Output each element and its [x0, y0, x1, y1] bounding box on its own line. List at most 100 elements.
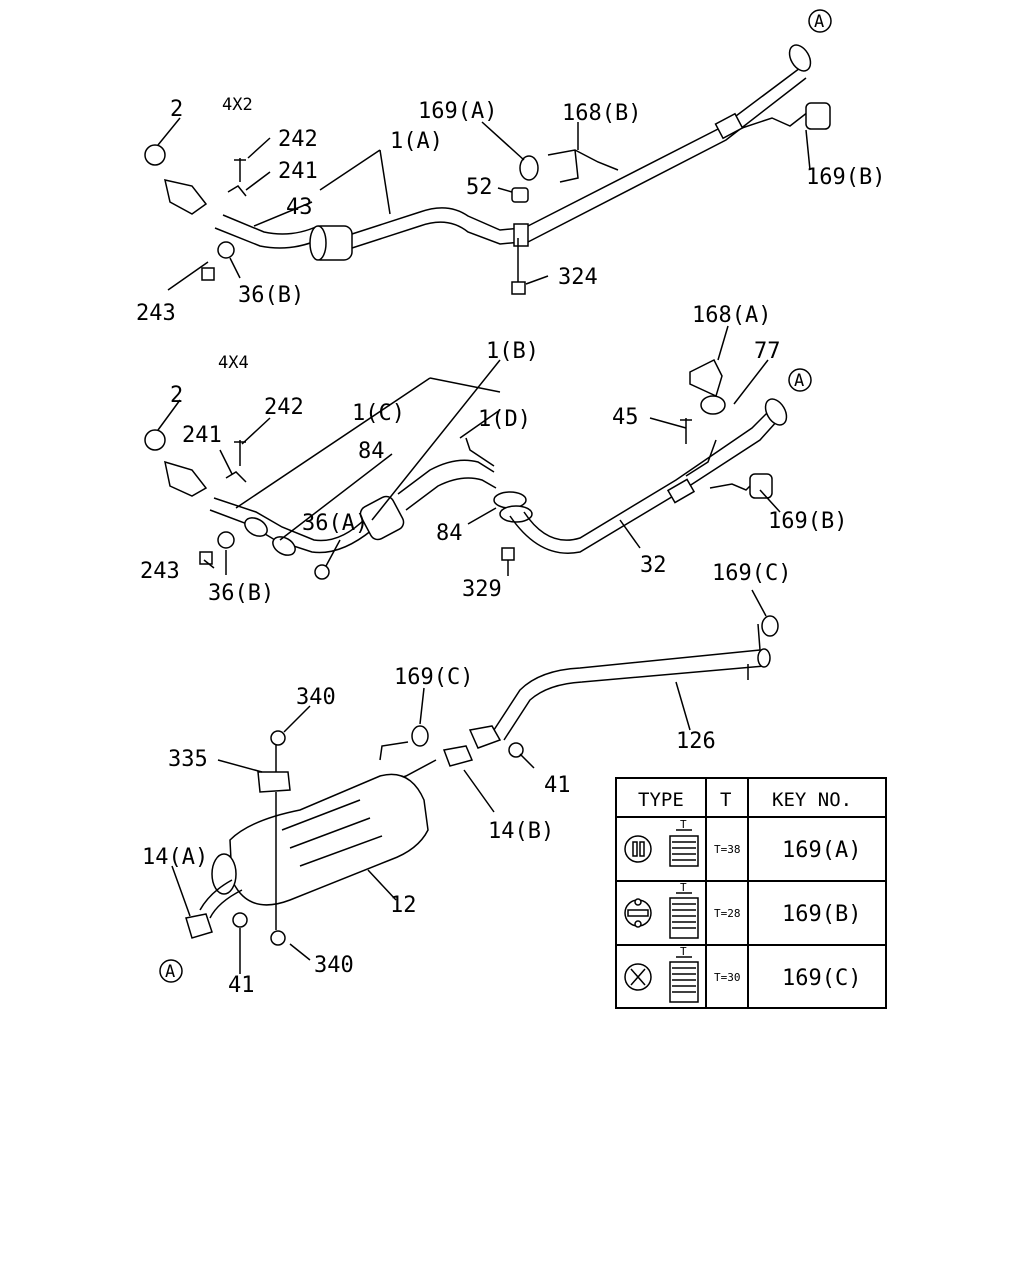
callout-169c-top: 169(C) — [712, 561, 791, 586]
callout-36b-4x4: 36(B) — [208, 581, 274, 606]
callout-340-top: 340 — [296, 685, 336, 710]
callout-243: 243 — [136, 301, 176, 326]
gasket-84-left — [244, 517, 268, 537]
callout-36b: 36(B) — [238, 283, 304, 308]
section-label-4x4: 4X4 — [218, 353, 249, 373]
assembly-4x2: 4X2 2 242 241 43 — [136, 9, 885, 326]
callout-126: 126 — [676, 729, 716, 754]
callout-241-4x4: 241 — [182, 423, 222, 448]
hanger-169c-top — [761, 615, 779, 637]
bracket-168b — [547, 149, 619, 183]
section-label-4x2: 4X2 — [222, 95, 253, 115]
washer-36b — [217, 241, 235, 259]
hanger-169a — [519, 155, 539, 181]
gasket-14b — [442, 745, 474, 767]
callout-169b-4x4: 169(B) — [768, 509, 847, 534]
callout-168b: 168(B) — [562, 101, 641, 126]
svg-text:A: A — [794, 371, 804, 391]
thickness-value: T=30 — [714, 971, 741, 984]
table-row: T T=30 169(C) — [624, 945, 861, 1003]
clip-241 — [227, 185, 247, 197]
gasket-84-right — [493, 491, 527, 509]
callout-168a: 168(A) — [692, 303, 771, 328]
nut-329 — [501, 547, 515, 561]
callout-36a: 36(A) — [302, 511, 368, 536]
gasket-2-4x4 — [144, 429, 166, 451]
key-number: 169(A) — [782, 838, 861, 863]
thickness-value: T=38 — [714, 843, 741, 856]
thickness-gauge-icon: T — [669, 881, 699, 939]
muffler-12 — [229, 773, 429, 906]
callout-14a: 14(A) — [142, 845, 208, 870]
callout-169a: 169(A) — [418, 99, 497, 124]
hanger-169c — [411, 725, 429, 747]
gasket-2 — [144, 144, 166, 166]
callout-43: 43 — [286, 195, 313, 220]
rubber-77 — [700, 395, 726, 415]
callout-340-bottom: 340 — [314, 953, 354, 978]
callout-14b: 14(B) — [488, 819, 554, 844]
hanger-169b-4x4 — [749, 473, 773, 499]
callout-335: 335 — [168, 747, 208, 772]
nut-41-bottom — [232, 912, 248, 928]
gasket-14a — [185, 913, 213, 939]
flange-126 — [468, 725, 502, 749]
bolt-242 — [234, 158, 246, 182]
hanger-169b — [805, 102, 831, 130]
assembly-muffler: 169(C) 126 169(C) 340 335 41 14(B) 14(A)… — [142, 561, 791, 998]
callout-324: 324 — [558, 265, 598, 290]
rubber-hanger-a-icon — [624, 835, 652, 863]
table-header-type: TYPE — [638, 789, 684, 811]
callout-242-4x4: 242 — [264, 395, 304, 420]
key-number: 169(B) — [782, 902, 861, 927]
svg-text:T: T — [680, 818, 687, 831]
bolt-45 — [680, 418, 692, 444]
callout-241: 241 — [278, 159, 318, 184]
callout-12: 12 — [390, 893, 417, 918]
hanger-type-table: TYPE T KEY NO. T T=38 169(A) — [615, 777, 887, 1009]
catalytic-converter-4x4 — [359, 495, 405, 541]
callout-41-right: 41 — [544, 773, 571, 798]
table-header-key-no: KEY NO. — [772, 789, 852, 811]
nut-41-right — [508, 742, 524, 758]
bracket-168a — [689, 358, 723, 398]
rubber-hanger-b-icon — [624, 898, 652, 928]
ref-marker-a-bottom: A — [159, 959, 183, 983]
svg-text:T: T — [680, 881, 687, 894]
thickness-gauge-icon: T — [669, 818, 699, 867]
callout-2-4x4: 2 — [170, 383, 183, 408]
thickness-gauge-icon: T — [669, 945, 699, 1003]
callout-242: 242 — [278, 127, 318, 152]
flange-a — [788, 44, 812, 72]
front-flange — [164, 179, 208, 215]
pipe-clamp — [513, 223, 529, 247]
ref-marker-a-middle: A — [788, 368, 812, 392]
nut-340-bottom — [270, 930, 286, 946]
table-row: T T=28 169(B) — [624, 881, 861, 939]
callout-1d: 1(D) — [478, 407, 531, 432]
svg-text:T: T — [680, 945, 687, 958]
svg-text:A: A — [165, 962, 175, 982]
callout-77: 77 — [754, 339, 781, 364]
callout-84-left: 84 — [358, 439, 385, 464]
callout-169c: 169(C) — [394, 665, 473, 690]
nut-243 — [201, 267, 215, 281]
nut-52 — [511, 187, 529, 203]
rubber-hanger-c-icon — [624, 963, 652, 991]
callout-169b: 169(B) — [806, 165, 885, 190]
callout-1a: 1(A) — [390, 129, 443, 154]
callout-41-bottom: 41 — [228, 973, 255, 998]
table-header-t: T — [720, 789, 731, 811]
callout-243-4x4: 243 — [140, 559, 180, 584]
assembly-4x4: 4X4 2 242 241 1( — [140, 303, 847, 606]
key-number: 169(C) — [782, 966, 861, 991]
thickness-value: T=28 — [714, 907, 741, 920]
nut-340-top — [270, 730, 286, 746]
callout-32: 32 — [640, 553, 667, 578]
callout-1b: 1(B) — [486, 339, 539, 364]
svg-text:A: A — [814, 12, 824, 32]
callout-52: 52 — [466, 175, 493, 200]
callout-329: 329 — [462, 577, 502, 602]
callout-45: 45 — [612, 405, 639, 430]
